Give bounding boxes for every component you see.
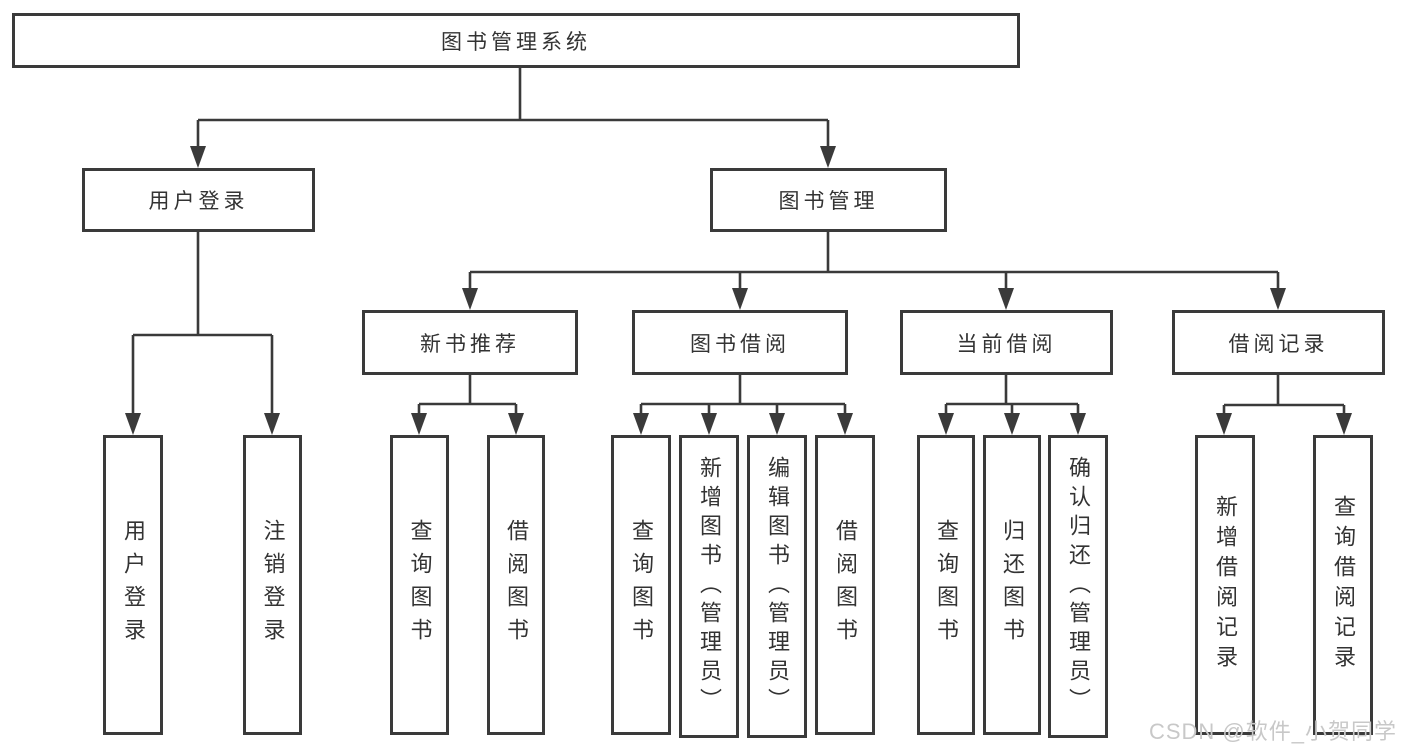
leaf-borrow-query-book-label: 查询图书 <box>629 519 654 651</box>
leaf-records-query-record: 查询借阅记录 <box>1313 435 1373 735</box>
node-book-management: 图书管理 <box>710 168 947 232</box>
node-book-borrow-label: 图书借阅 <box>690 332 790 356</box>
node-system-root-label: 图书管理系统 <box>441 30 591 54</box>
leaf-current-return-book: 归还图书 <box>983 435 1041 735</box>
node-system-root: 图书管理系统 <box>12 13 1020 68</box>
leaf-user-login-label: 用户登录 <box>121 519 146 651</box>
leaf-logout-label: 注销登录 <box>260 519 286 651</box>
leaf-borrow-add-book-admin: 新增图书（管理员） <box>679 435 739 738</box>
connector-records-to-leaves <box>1216 375 1352 435</box>
node-user-login-label: 用户登录 <box>148 190 249 213</box>
leaf-borrow-add-book-admin-label: 新增图书（管理员） <box>697 456 722 717</box>
connector-book-mgmt-to-level3 <box>462 232 1286 310</box>
leaf-current-query-book-label: 查询图书 <box>934 519 959 651</box>
connector-borrow-to-leaves <box>633 375 853 435</box>
leaf-records-add-record-label: 新增借阅记录 <box>1213 495 1238 675</box>
connector-user-login-to-leaves <box>125 232 280 435</box>
node-new-book-recommend: 新书推荐 <box>362 310 578 375</box>
leaf-current-confirm-return-admin-label: 确认归还（管理员） <box>1066 456 1091 717</box>
leaf-recommend-borrow-book-label: 借阅图书 <box>504 519 529 651</box>
leaf-borrow-edit-book-admin: 编辑图书（管理员） <box>747 435 807 738</box>
leaf-recommend-borrow-book: 借阅图书 <box>487 435 545 735</box>
leaf-recommend-query-book-label: 查询图书 <box>407 519 433 651</box>
leaf-recommend-query-book: 查询图书 <box>390 435 449 735</box>
leaf-current-query-book: 查询图书 <box>917 435 975 735</box>
leaf-current-confirm-return-admin: 确认归还（管理员） <box>1048 435 1108 738</box>
connector-new-rec-to-leaves <box>411 375 524 435</box>
node-book-management-label: 图书管理 <box>778 190 879 213</box>
leaf-borrow-edit-book-admin-label: 编辑图书（管理员） <box>765 456 790 717</box>
node-borrow-records-label: 借阅记录 <box>1228 332 1329 356</box>
node-book-borrow: 图书借阅 <box>632 310 848 375</box>
leaf-logout: 注销登录 <box>243 435 302 735</box>
connector-root-to-level2 <box>190 68 836 168</box>
leaf-borrow-borrow-book: 借阅图书 <box>815 435 875 735</box>
node-current-borrow: 当前借阅 <box>900 310 1113 375</box>
leaf-records-add-record: 新增借阅记录 <box>1195 435 1255 735</box>
watermark: CSDN @软件_小贺同学 <box>1148 719 1397 744</box>
leaf-user-login: 用户登录 <box>103 435 163 735</box>
connector-current-to-leaves <box>938 375 1086 435</box>
leaf-borrow-borrow-book-label: 借阅图书 <box>833 519 858 651</box>
leaf-current-return-book-label: 归还图书 <box>1000 519 1025 651</box>
node-current-borrow-label: 当前借阅 <box>956 332 1057 356</box>
leaf-borrow-query-book: 查询图书 <box>611 435 671 735</box>
node-borrow-records: 借阅记录 <box>1172 310 1385 375</box>
node-user-login: 用户登录 <box>82 168 315 232</box>
node-new-book-recommend-label: 新书推荐 <box>420 332 520 356</box>
leaf-records-query-record-label: 查询借阅记录 <box>1331 495 1356 675</box>
